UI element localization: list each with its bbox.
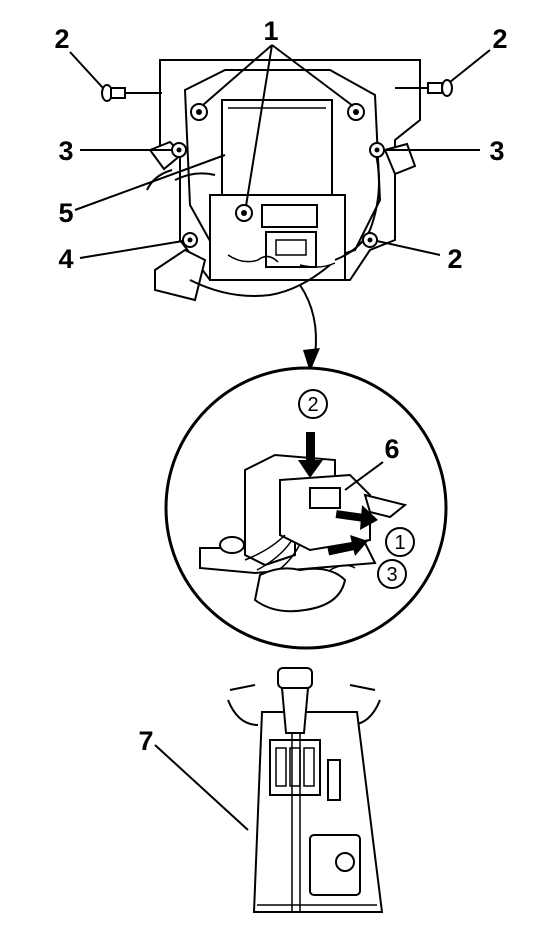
detail-view: 2 1 3 <box>164 366 448 650</box>
callout-6: 6 <box>384 434 399 464</box>
push-arrow <box>298 432 323 478</box>
hand <box>253 567 347 613</box>
bolt-2-left <box>101 84 162 102</box>
step-2-label: 2 <box>307 394 318 416</box>
callout-7: 7 <box>138 726 153 756</box>
callout-5: 5 <box>58 198 73 228</box>
callout-2-left: 2 <box>54 24 69 54</box>
callout-3-left: 3 <box>58 136 73 166</box>
bolt-2-right <box>395 79 453 97</box>
shifter-console <box>227 667 384 913</box>
pull-arrow-1 <box>335 505 378 530</box>
connector <box>265 231 317 268</box>
pull-arrow-3 <box>327 535 368 556</box>
top-assembly <box>101 59 453 302</box>
leader-lines-top <box>69 44 491 259</box>
curved-arrow <box>299 284 320 372</box>
leader-7 <box>154 744 249 831</box>
step-3-circle <box>377 559 407 589</box>
detail-connector <box>279 473 371 552</box>
callout-3-right: 3 <box>489 136 504 166</box>
shift-knob <box>280 687 310 734</box>
step-1-label: 1 <box>394 532 405 554</box>
callout-1: 1 <box>263 16 278 46</box>
callout-2-lower: 2 <box>447 244 462 274</box>
step-2-circle <box>298 389 328 419</box>
step-3-label: 3 <box>386 564 397 586</box>
module-body <box>221 99 333 196</box>
step-1-circle <box>385 527 415 557</box>
callout-4: 4 <box>58 244 73 274</box>
callout-2-right: 2 <box>492 24 507 54</box>
